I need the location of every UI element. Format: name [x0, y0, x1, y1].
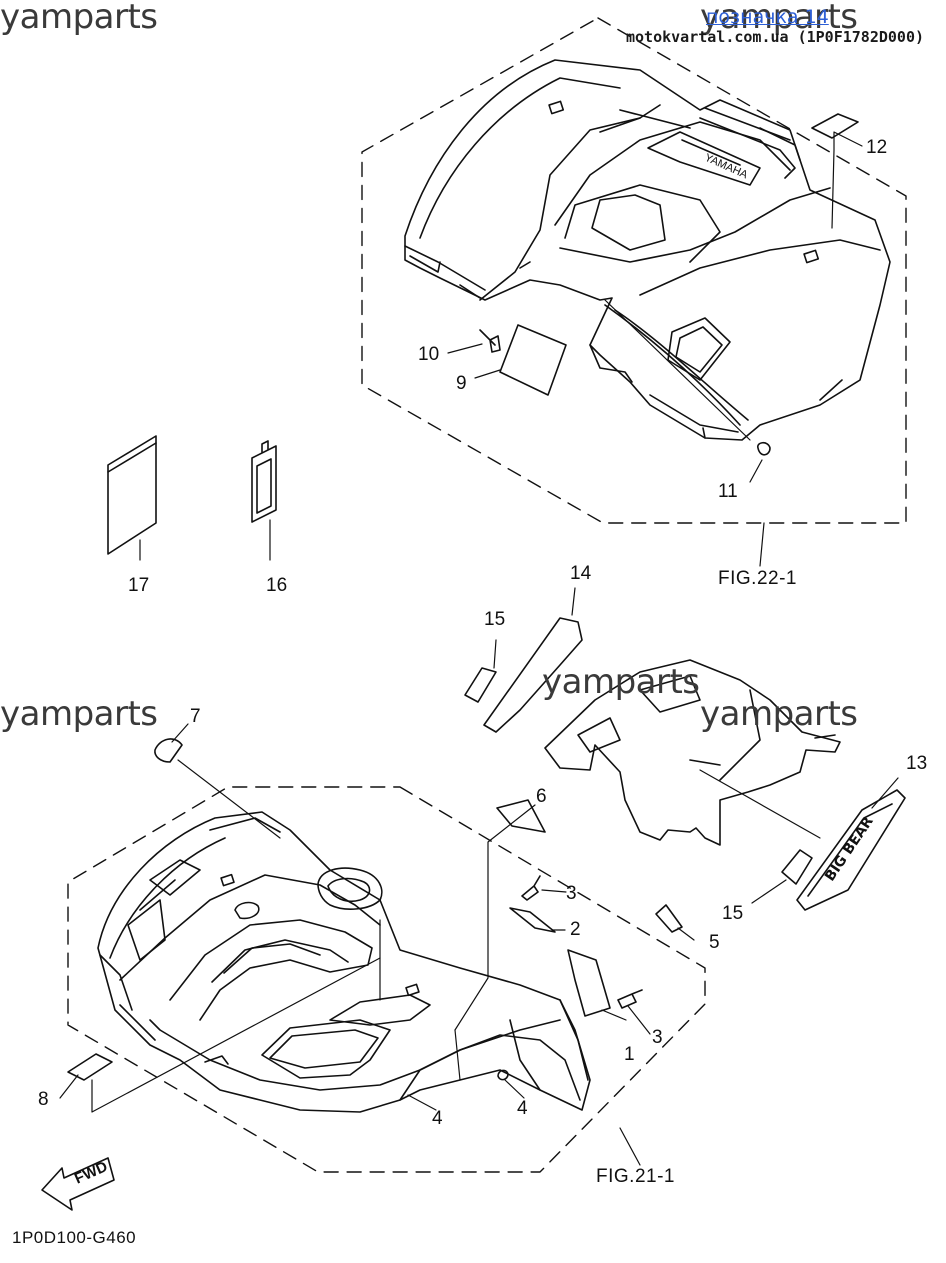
figure-ref-22-1[interactable]: FIG.22-1: [718, 568, 797, 589]
rear-fender: YAMAHA: [404, 59, 891, 441]
front-fender: [97, 811, 591, 1113]
callout-3-upper[interactable]: 3: [566, 883, 577, 904]
callout-12[interactable]: 12: [866, 137, 888, 158]
part-17-booklet: [107, 435, 157, 555]
watermark: yamparts: [700, 694, 858, 734]
part-12-label: [811, 113, 859, 139]
callout-6[interactable]: 6: [536, 786, 547, 807]
part-1-panel: [567, 949, 611, 1017]
callout-17[interactable]: 17: [128, 575, 150, 596]
part-11-clip: [757, 441, 771, 456]
leader-lines: [59, 131, 899, 1166]
part-10-bolt: [479, 329, 501, 353]
part-6-label: [496, 799, 546, 833]
part-15-label-lower: [781, 849, 813, 885]
callout-15-lower[interactable]: 15: [722, 903, 744, 924]
watermark: yamparts: [0, 0, 158, 37]
part-9-plate: [499, 324, 567, 396]
callout-9[interactable]: 9: [456, 373, 467, 394]
part-3-bolt-upper: [521, 875, 541, 901]
rear-fender-assembly-boundary: [361, 17, 907, 524]
part-4-clip-lower: [497, 1069, 509, 1081]
diagram-code: 1P0D100-G460: [12, 1228, 137, 1247]
source-caption: motokvartal.com.ua (1P0F1782D000): [626, 28, 925, 46]
callout-10[interactable]: 10: [418, 344, 440, 365]
fwd-arrow: [41, 1157, 115, 1211]
part-13-emblem: BIG BEAR: [796, 789, 906, 911]
callout-13[interactable]: 13: [906, 753, 928, 774]
part-8-label: [67, 1053, 113, 1081]
callout-11[interactable]: 11: [718, 481, 738, 502]
callout-4-left[interactable]: 4: [432, 1108, 443, 1129]
callout-3-lower[interactable]: 3: [652, 1027, 663, 1048]
callout-8[interactable]: 8: [38, 1089, 49, 1110]
part-16-tag: [251, 440, 277, 523]
figure-ref-21-1[interactable]: FIG.21-1: [596, 1166, 675, 1187]
svg-text:BIG BEAR: BIG BEAR: [822, 814, 877, 885]
front-fender-assembly-boundary: [67, 786, 706, 1173]
callout-1[interactable]: 1: [624, 1044, 635, 1065]
callout-5[interactable]: 5: [709, 932, 720, 953]
part-7-emblem: [154, 738, 183, 763]
watermark: yamparts: [700, 0, 858, 37]
front-panel: [544, 659, 841, 846]
part-2-plate: [509, 907, 556, 933]
part-3-bolt-lower: [617, 989, 643, 1009]
callout-7[interactable]: 7: [190, 706, 201, 727]
callout-14[interactable]: 14: [570, 563, 592, 584]
watermark: yamparts: [542, 662, 700, 702]
part-15-label-upper: [464, 667, 497, 703]
part-5-label: [655, 904, 683, 933]
watermark: yamparts: [0, 694, 158, 734]
callout-2[interactable]: 2: [570, 919, 581, 940]
callout-16[interactable]: 16: [266, 575, 288, 596]
callout-4-right[interactable]: 4: [517, 1098, 528, 1119]
part-14-cover: [483, 617, 583, 733]
callout-15-upper[interactable]: 15: [484, 609, 506, 630]
marker-link[interactable]: позначка 14: [706, 6, 829, 28]
